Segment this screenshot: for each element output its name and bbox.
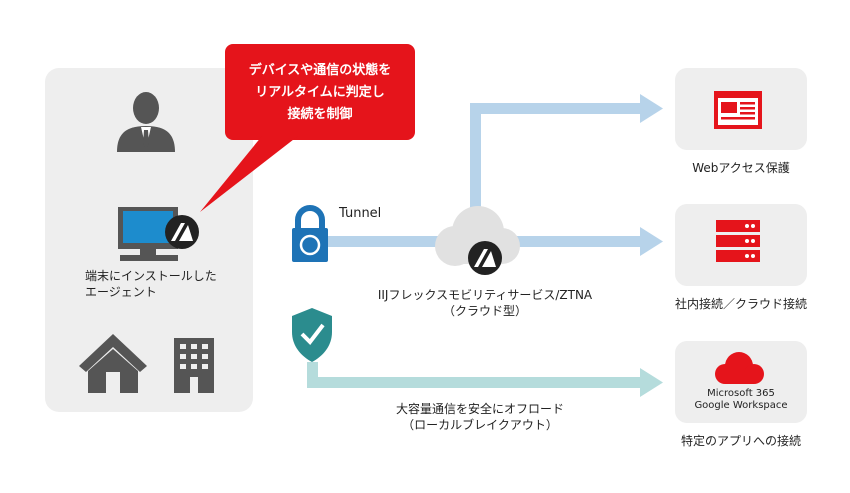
- offload-label: 大容量通信を安全にオフロード （ローカルブレイクアウト）: [385, 401, 575, 433]
- lock-icon: [292, 205, 328, 262]
- user-icon: [117, 92, 175, 152]
- web-browser-icon: [714, 91, 762, 129]
- internal-connection-label: 社内接続／クラウド接続: [674, 297, 807, 311]
- app-connection-label: 特定のアプリへの接続: [680, 434, 801, 448]
- callout-line: 接続を制御: [287, 107, 353, 122]
- offload-line: 大容量通信を安全にオフロード: [395, 402, 564, 416]
- saas-name-line: Google Workspace: [694, 400, 788, 411]
- callout-text: デバイスや通信の状態を リアルタイムに判定し 接続を制御: [225, 60, 415, 126]
- saas-name-line: Microsoft 365: [707, 388, 775, 399]
- office-building-icon: [174, 338, 214, 393]
- cloud-service-line: （クラウド型）: [442, 304, 527, 318]
- offload-arrow: [307, 362, 663, 397]
- shield-check-icon: [292, 308, 332, 362]
- tunnel-arrows: [325, 94, 663, 256]
- agent-logo-icon: [468, 241, 502, 275]
- web-protection-label: Webアクセス保護: [692, 161, 790, 175]
- pc-monitor-icon: [118, 207, 178, 261]
- saas-cloud-icon: [715, 352, 764, 384]
- cloud-service-line: IIJフレックスモビリティサービス/ZTNA: [377, 288, 593, 302]
- agent-label-line: 端末にインストールした: [85, 269, 217, 283]
- offload-line: （ローカルブレイクアウト）: [402, 418, 558, 432]
- server-icon: [716, 220, 760, 262]
- callout-bubble: [200, 44, 415, 212]
- pc-agent-logo-icon: [165, 215, 199, 249]
- agent-label: 端末にインストールした エージェント: [85, 268, 217, 300]
- home-icon: [79, 334, 147, 393]
- cloud-service-label: IIJフレックスモビリティサービス/ZTNA （クラウド型）: [360, 287, 610, 319]
- agent-label-line: エージェント: [85, 285, 157, 299]
- saas-names: Microsoft 365 Google Workspace: [675, 388, 807, 412]
- tunnel-label: Tunnel: [339, 206, 382, 221]
- callout-line: リアルタイムに判定し: [255, 85, 385, 100]
- callout-line: デバイスや通信の状態を: [248, 63, 392, 78]
